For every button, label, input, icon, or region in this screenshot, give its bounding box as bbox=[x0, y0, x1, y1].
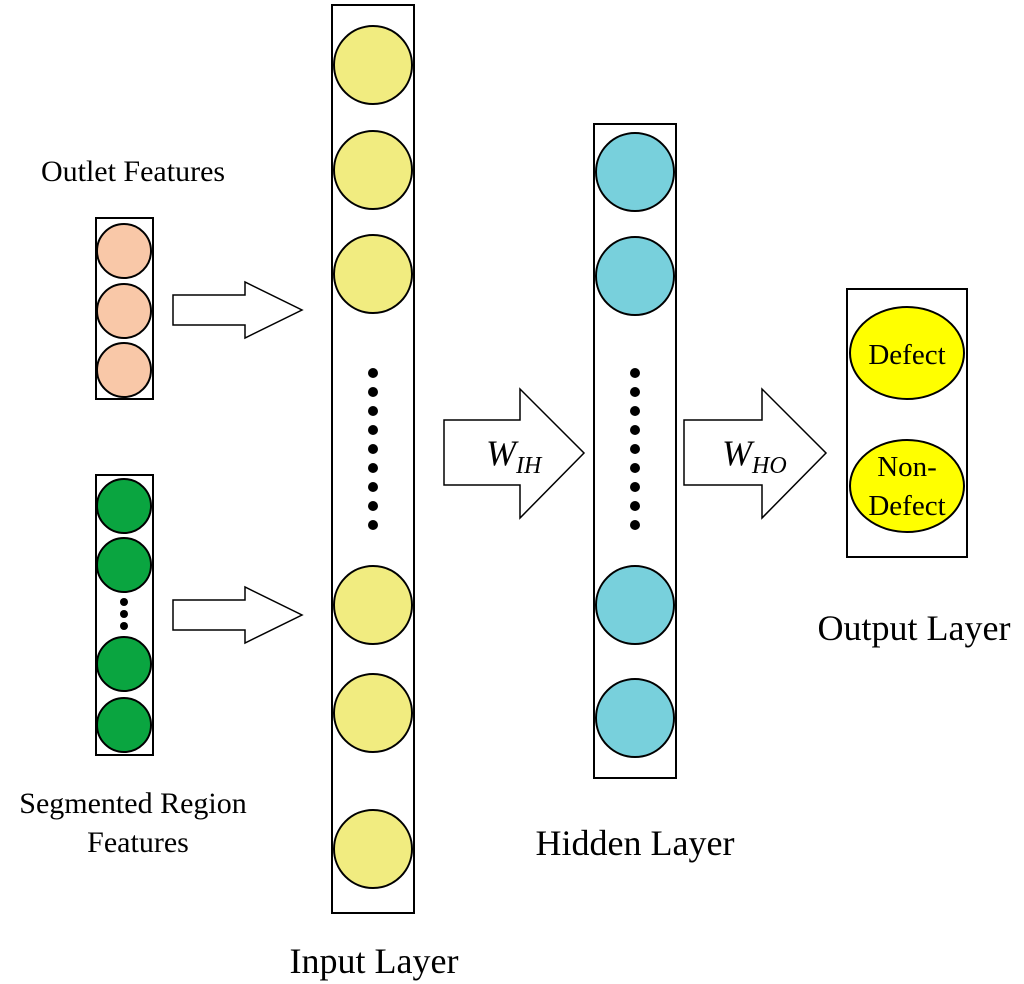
segmented-features-column bbox=[95, 474, 154, 756]
hidden-layer-column bbox=[593, 123, 677, 779]
hidden-node bbox=[595, 678, 675, 758]
input-node bbox=[333, 234, 413, 314]
outlet-node bbox=[96, 283, 152, 339]
segmented-node bbox=[96, 537, 152, 593]
outlet-features-column bbox=[95, 217, 154, 400]
ellipsis-dot bbox=[120, 610, 128, 618]
hidden-ellipsis bbox=[630, 368, 640, 530]
segmented-features-label-line1: Segmented Region bbox=[19, 787, 246, 820]
weights-ho-arrow: WHO bbox=[683, 387, 828, 520]
big-arrow bbox=[443, 387, 586, 520]
big-arrow bbox=[683, 387, 828, 520]
output-node-defect bbox=[849, 306, 965, 400]
outlet-features-label: Outlet Features bbox=[41, 155, 225, 188]
outlet-node bbox=[96, 342, 152, 398]
segmented-to-input-arrow bbox=[172, 585, 304, 645]
outlet-node bbox=[96, 223, 152, 279]
non-defect-label-line1: Non- bbox=[877, 451, 937, 483]
input-ellipsis bbox=[368, 368, 378, 530]
segmented-node bbox=[96, 636, 152, 692]
input-node bbox=[333, 25, 413, 105]
weights-ih-arrow: WIH bbox=[443, 387, 586, 520]
ellipsis-dot bbox=[120, 622, 128, 630]
input-node bbox=[333, 565, 413, 645]
hidden-node bbox=[595, 132, 675, 212]
ellipsis-dot bbox=[120, 598, 128, 606]
hidden-layer-label: Hidden Layer bbox=[536, 823, 735, 863]
weight-ih-label: WIH bbox=[486, 433, 543, 479]
output-layer-column: Defect Non- Defect bbox=[846, 288, 968, 558]
outlet-to-input-arrow bbox=[172, 280, 304, 340]
segmented-features-label-line2: Features bbox=[87, 826, 189, 859]
hidden-node bbox=[595, 236, 675, 316]
output-node-non-defect bbox=[849, 439, 965, 533]
output-layer-label: Output Layer bbox=[818, 608, 1011, 648]
input-layer-column bbox=[331, 4, 415, 914]
input-node bbox=[333, 673, 413, 753]
input-node bbox=[333, 130, 413, 210]
input-layer-label: Input Layer bbox=[290, 941, 459, 981]
non-defect-label-line2: Defect bbox=[868, 490, 945, 522]
segmented-node bbox=[96, 697, 152, 753]
input-node bbox=[333, 809, 413, 889]
segmented-node bbox=[96, 478, 152, 534]
defect-label: Defect bbox=[868, 339, 945, 371]
weight-ho-label: WHO bbox=[722, 433, 787, 479]
hidden-node bbox=[595, 565, 675, 645]
